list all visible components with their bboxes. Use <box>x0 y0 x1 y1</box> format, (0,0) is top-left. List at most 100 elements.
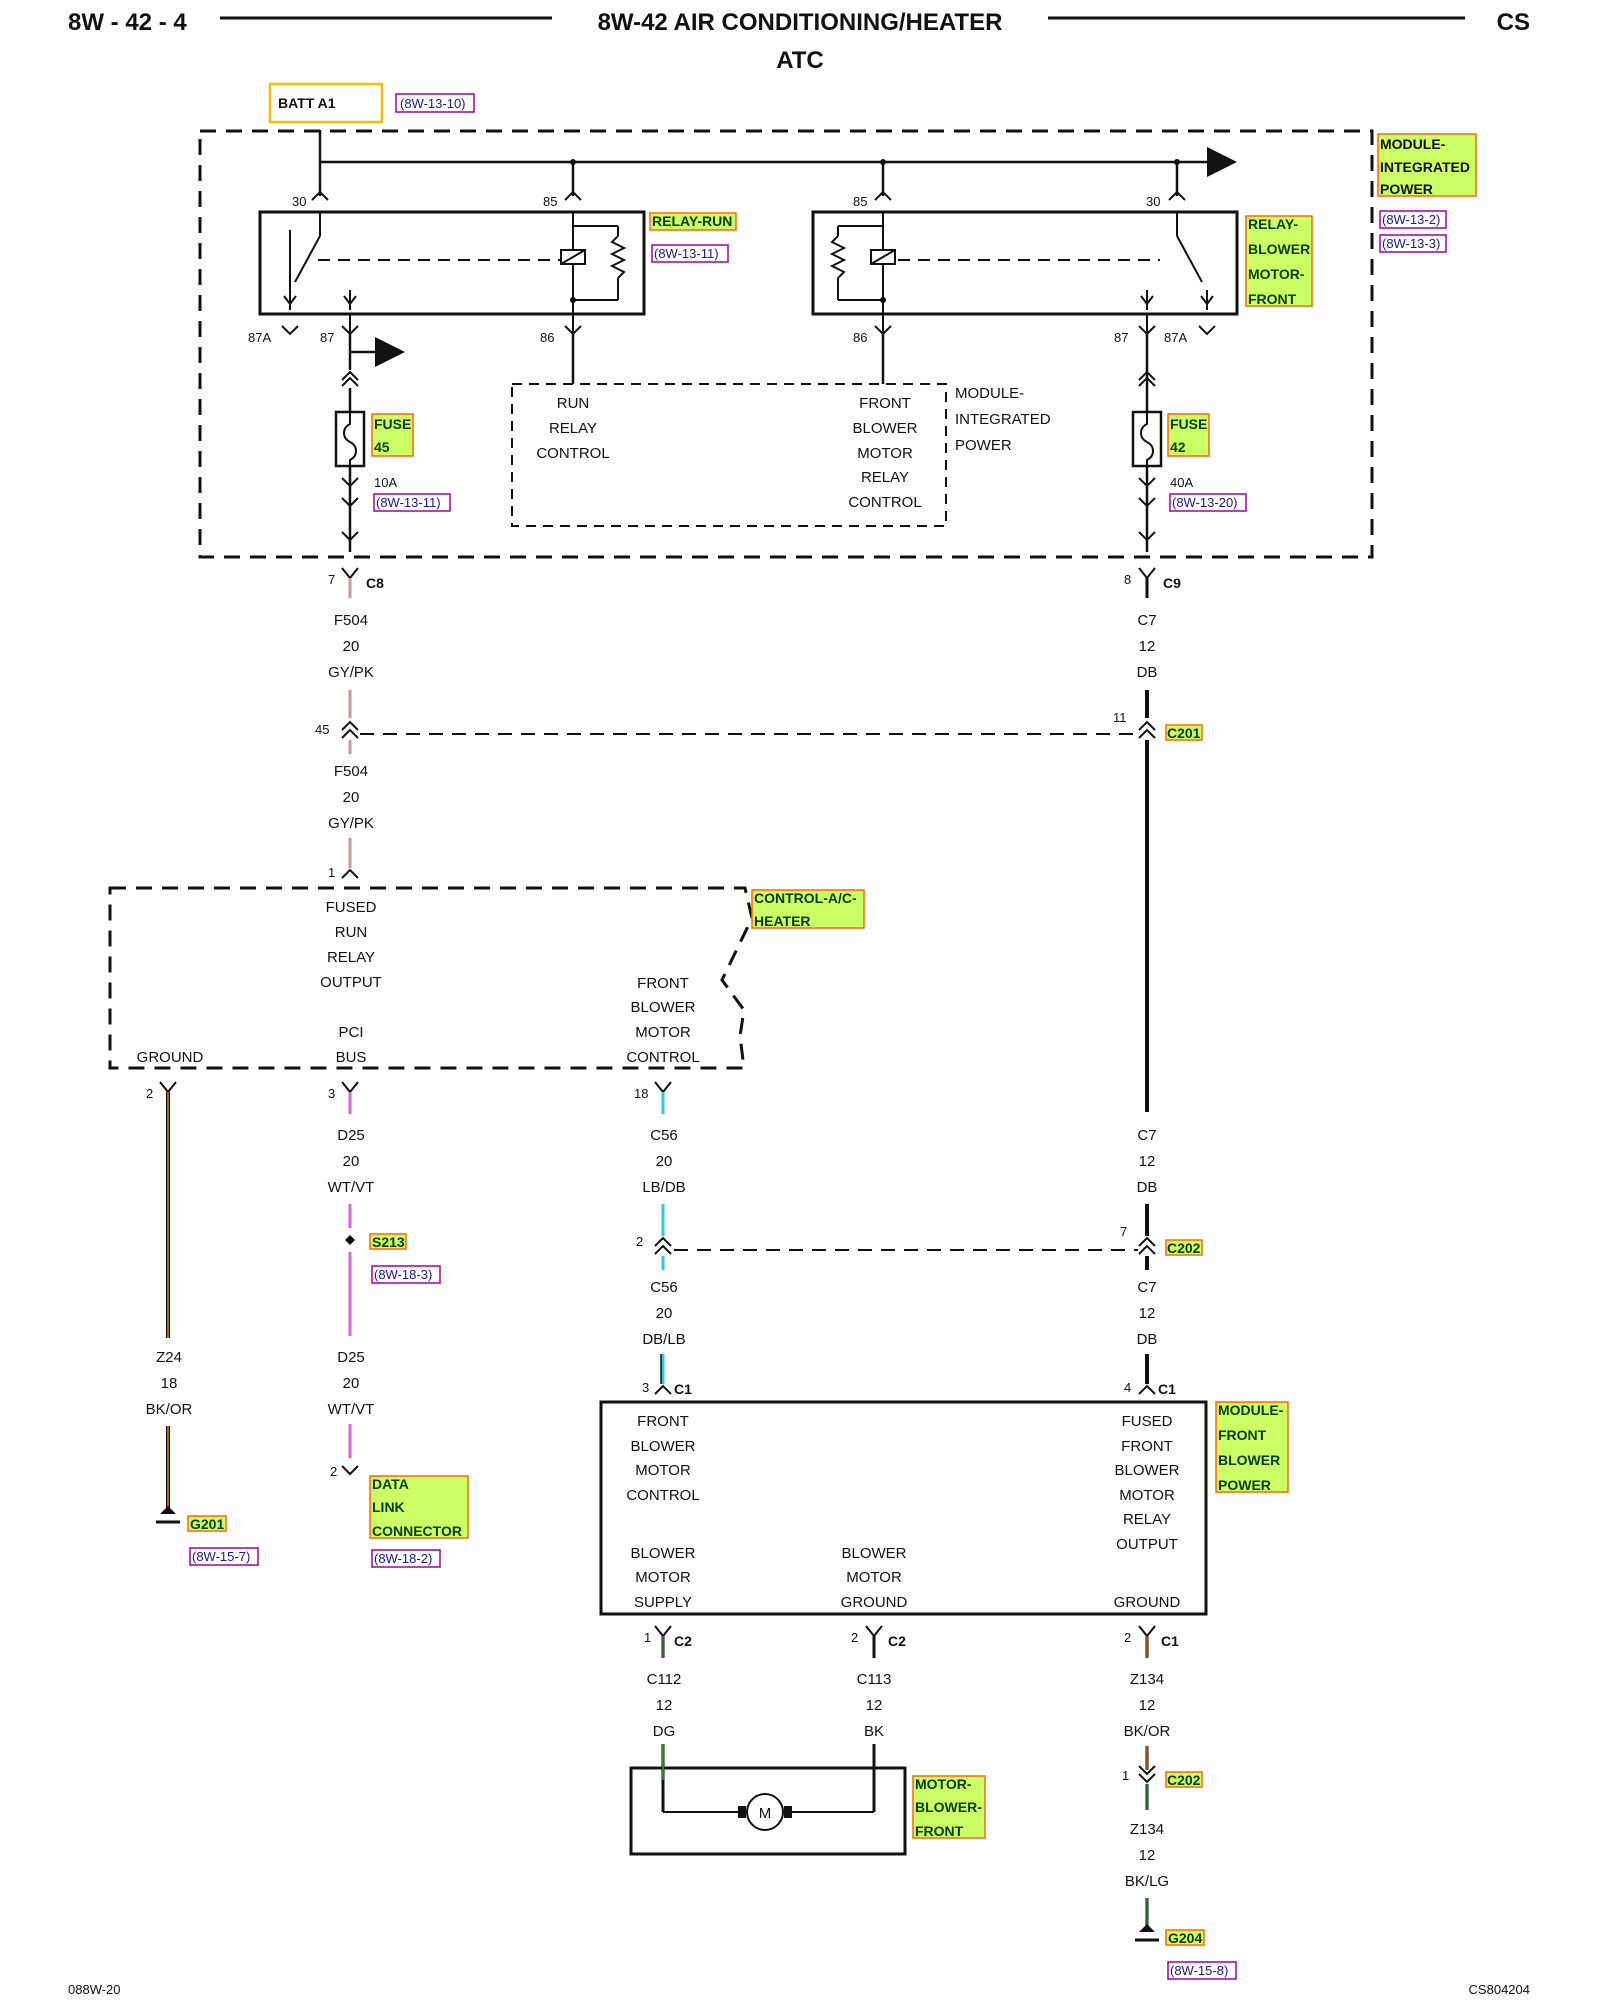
svg-text:Z134: Z134 <box>1130 1821 1164 1838</box>
svg-text:C1: C1 <box>1158 1381 1176 1397</box>
svg-text:BLOWER: BLOWER <box>630 1545 695 1562</box>
page-header: 8W - 42 - 4 8W-42 AIR CONDITIONING/HEATE… <box>68 9 1530 74</box>
svg-text:MOTOR: MOTOR <box>635 1569 691 1586</box>
svg-text:4: 4 <box>1124 1380 1131 1395</box>
wire-c7-upper: C7 12 DB <box>1137 578 1157 718</box>
svg-text:G204: G204 <box>1168 1930 1202 1946</box>
svg-text:OUTPUT: OUTPUT <box>1116 1536 1178 1553</box>
run-relay-control: RUN RELAY CONTROL <box>536 395 609 462</box>
fuse-42: FUSE 42 40A (8W-13-20) <box>1131 334 1247 552</box>
svg-text:20: 20 <box>656 1305 673 1322</box>
ground-g201: G201 (8W-15-7) <box>156 1506 259 1566</box>
wire-z24: Z24 18 BK/OR <box>146 1092 193 1514</box>
svg-text:Z24: Z24 <box>156 1349 182 1366</box>
svg-text:GY/PK: GY/PK <box>328 815 374 832</box>
svg-text:85: 85 <box>543 194 557 209</box>
connector-c8: 7 C8 <box>328 567 384 591</box>
svg-text:MODULE-: MODULE- <box>1218 1402 1284 1418</box>
svg-text:BLOWER: BLOWER <box>852 420 917 437</box>
ach-label: CONTROL-A/C- <box>754 890 857 906</box>
svg-text:D25: D25 <box>337 1349 365 1366</box>
svg-text:C2: C2 <box>888 1633 906 1649</box>
fuse-45: FUSE 45 10A (8W-13-11) <box>334 388 451 552</box>
svg-text:CONTROL: CONTROL <box>536 445 609 462</box>
svg-text:MOTOR: MOTOR <box>635 1024 691 1041</box>
relay-run: 30 85 RELAY-RUN (8W-13-11) 87A <box>248 190 737 345</box>
pim-label: MODULE- INTEGRATED POWER (8W-13-2) (8W-1… <box>1377 133 1477 253</box>
svg-text:30: 30 <box>292 194 306 209</box>
connector-c202: 2 7 C202 <box>636 1224 1203 1256</box>
svg-text:20: 20 <box>343 789 360 806</box>
svg-text:POWER: POWER <box>955 437 1012 454</box>
svg-text:11: 11 <box>1113 710 1127 725</box>
svg-text:FRONT: FRONT <box>1248 291 1297 307</box>
svg-text:(8W-18-3): (8W-18-3) <box>374 1267 432 1282</box>
svg-text:45: 45 <box>315 722 329 737</box>
svg-text:FRONT: FRONT <box>915 1823 964 1839</box>
svg-text:BK/LG: BK/LG <box>1125 1873 1169 1890</box>
wire-f504-lower: F504 20 GY/PK <box>328 740 374 868</box>
svg-text:MOTOR: MOTOR <box>1119 1487 1175 1504</box>
fuse45-label: FUSE <box>374 416 411 432</box>
svg-text:CONNECTOR: CONNECTOR <box>372 1523 462 1539</box>
svg-text:CONTROL: CONTROL <box>626 1049 699 1066</box>
batt-label: BATT A1 <box>278 95 336 111</box>
data-link-connector: 2 DATA LINK CONNECTOR (8W-18-2) <box>330 1464 469 1568</box>
footer-left: 088W-20 <box>68 1982 121 1997</box>
svg-text:BK/OR: BK/OR <box>146 1401 193 1418</box>
pim-inner-box <box>511 383 947 527</box>
ground-g204: G204 (8W-15-8) <box>1135 1924 1237 1980</box>
svg-text:85: 85 <box>853 194 867 209</box>
svg-text:(8W-13-3): (8W-13-3) <box>1382 236 1440 251</box>
page-title: 8W-42 AIR CONDITIONING/HEATER <box>598 9 1003 36</box>
front-blower-relay-control: FRONT BLOWER MOTOR RELAY CONTROL <box>848 395 921 511</box>
svg-text:3: 3 <box>642 1380 649 1395</box>
svg-text:2: 2 <box>330 1464 337 1479</box>
svg-text:C7: C7 <box>1137 1127 1156 1144</box>
svg-text:FRONT: FRONT <box>1121 1438 1173 1455</box>
wire-f504-upper: F504 20 GY/PK <box>328 578 374 718</box>
svg-text:PCI: PCI <box>338 1024 363 1041</box>
svg-text:INTEGRATED: INTEGRATED <box>1380 159 1470 175</box>
svg-text:86: 86 <box>853 330 867 345</box>
svg-text:RUN: RUN <box>335 924 368 941</box>
svg-text:DATA: DATA <box>372 1476 409 1492</box>
svg-text:BLOWER: BLOWER <box>1114 1462 1179 1479</box>
svg-text:MOTOR: MOTOR <box>846 1569 902 1586</box>
svg-text:87A: 87A <box>248 330 271 345</box>
svg-text:20: 20 <box>343 638 360 655</box>
svg-text:C56: C56 <box>650 1127 678 1144</box>
svg-text:(8W-15-8): (8W-15-8) <box>1170 1963 1228 1978</box>
svg-text:CONTROL: CONTROL <box>626 1487 699 1504</box>
svg-text:18: 18 <box>634 1086 648 1101</box>
splice-s213: S213 <box>372 1234 405 1250</box>
motor-blower-front: M MOTOR- BLOWER- FRONT <box>629 1744 986 1856</box>
svg-text:2: 2 <box>636 1234 643 1249</box>
relay-run-label: RELAY-RUN <box>652 213 732 229</box>
control-ac-heater: 1 CONTROL-A/C- HEATER FUSED RUN RELAY OU… <box>108 865 865 1101</box>
svg-text:20: 20 <box>656 1153 673 1170</box>
motor-symbol: M <box>759 1805 772 1822</box>
svg-text:40A: 40A <box>1170 475 1193 490</box>
svg-text:42: 42 <box>1170 439 1186 455</box>
svg-text:C1: C1 <box>674 1381 692 1397</box>
svg-text:C8: C8 <box>366 575 384 591</box>
connector-c201: 45 11 C201 <box>315 710 1203 741</box>
svg-text:20: 20 <box>343 1375 360 1392</box>
svg-text:C201: C201 <box>1167 725 1201 741</box>
svg-text:FRONT: FRONT <box>637 975 689 992</box>
svg-text:BLOWER: BLOWER <box>841 1545 906 1562</box>
pim-boundary <box>198 129 1374 559</box>
svg-text:BLOWER: BLOWER <box>630 999 695 1016</box>
svg-text:RELAY: RELAY <box>327 949 375 966</box>
svg-text:F504: F504 <box>334 763 368 780</box>
svg-text:DG: DG <box>653 1723 676 1740</box>
svg-text:C7: C7 <box>1137 1279 1156 1296</box>
svg-text:FRONT: FRONT <box>859 395 911 412</box>
svg-text:RELAY: RELAY <box>861 469 909 486</box>
svg-text:87: 87 <box>320 330 334 345</box>
svg-text:12: 12 <box>1139 1697 1156 1714</box>
svg-text:(8W-13-11): (8W-13-11) <box>654 246 719 261</box>
svg-text:Z134: Z134 <box>1130 1671 1164 1688</box>
